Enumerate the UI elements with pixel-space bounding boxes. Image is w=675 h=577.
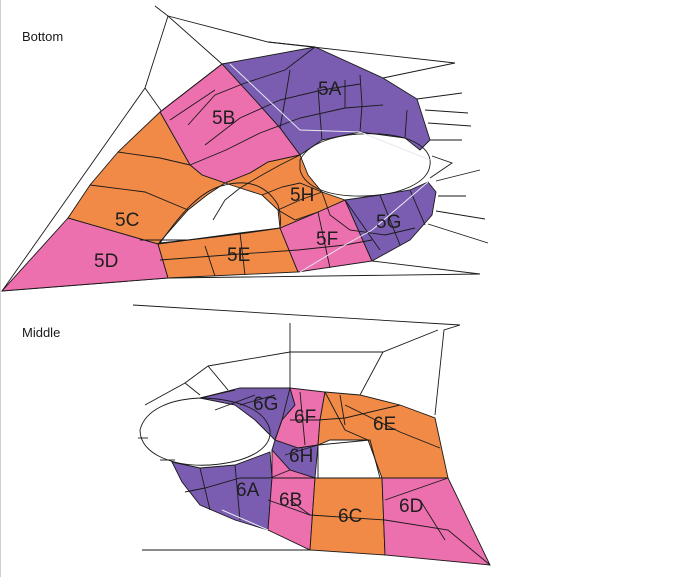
region-label-6E: 6E [373, 414, 396, 435]
middle-section-label: Middle [22, 325, 61, 340]
middle-hole [139, 397, 271, 466]
region-label-5H: 5H [290, 185, 314, 206]
region-label-5B: 5B [212, 108, 235, 129]
region-label-5G: 5G [376, 212, 401, 233]
middle-inner-lines [184, 387, 491, 566]
region-label-6A: 6A [236, 480, 260, 501]
bottom-inner-gap [159, 182, 281, 244]
left-border [0, 0, 1, 577]
bottom-highlight-line-2 [299, 181, 429, 273]
region-label-6H: 6H [289, 446, 313, 467]
bottom-inner-lines [67, 46, 426, 277]
middle-highlight-line [221, 509, 269, 531]
bottom-hole [299, 133, 431, 197]
bottom-mesh [0, 5, 489, 292]
bottom-region-labels: 5A 5B 5C 5D 5E 5F 5G 5H [94, 79, 401, 272]
region-label-6F: 6F [294, 407, 316, 428]
bottom-section-label: Bottom [22, 29, 64, 44]
middle-region-labels: 6A 6B 6C 6D 6E 6F 6G 6H [236, 394, 423, 527]
region-label-5A: 5A [318, 79, 342, 100]
region-label-6D: 6D [399, 496, 423, 517]
region-label-5C: 5C [115, 210, 139, 231]
region-label-5E: 5E [227, 245, 250, 266]
middle-inner-gap [317, 439, 381, 479]
region-6E-shape [317, 391, 449, 479]
bottom-highlight-line [229, 63, 431, 161]
region-label-5F: 5F [316, 229, 338, 250]
region-label-6G: 6G [253, 394, 278, 415]
middle-outer-lines [132, 304, 461, 551]
region-label-6C: 6C [338, 506, 362, 527]
middle-mesh [132, 304, 491, 566]
region-label-6B: 6B [279, 490, 302, 511]
region-label-5D: 5D [94, 251, 118, 272]
